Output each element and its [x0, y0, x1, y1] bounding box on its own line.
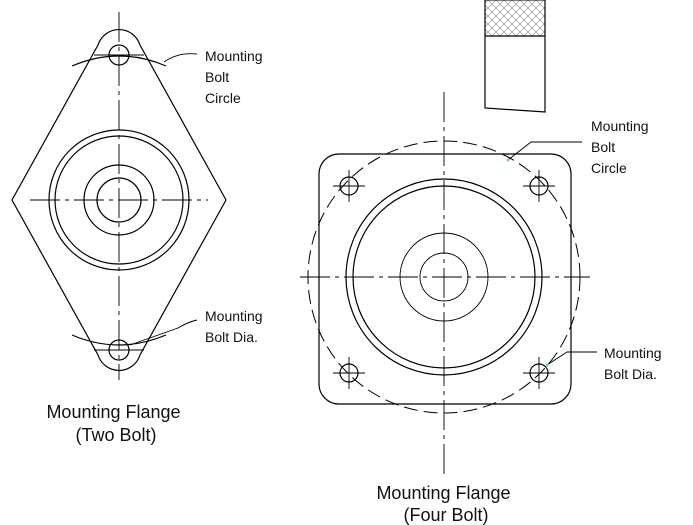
- two-bolt-flange-outline: [11, 29, 227, 371]
- four-bolt-bolt-dia-label: Mounting Bolt Dia.: [604, 345, 665, 382]
- two-bolt-caption: Mounting Flange (Two Bolt): [46, 402, 185, 445]
- two-bolt-flange: Mounting Bolt Circle Mounting Bolt Dia. …: [11, 12, 266, 445]
- two-bolt-bolt-circle-leader: [163, 53, 198, 63]
- four-bolt-hole-crosslines: [333, 170, 555, 389]
- four-bolt-bolt-circle-label: Mounting Bolt Circle: [591, 118, 652, 176]
- shaft-outline: [484, 0, 546, 113]
- shaft-section: [484, 0, 546, 113]
- two-bolt-bolt-dia-leader: [129, 319, 198, 346]
- four-bolt-flange: Mounting Bolt Circle Mounting Bolt Dia. …: [300, 92, 665, 525]
- four-bolt-bolt-circle-leader: [507, 141, 582, 161]
- shaft-hatched-section: [484, 0, 546, 37]
- four-bolt-bolt-dia-leader: [546, 351, 597, 366]
- four-bolt-flange-outline: [318, 153, 572, 405]
- four-bolt-caption: Mounting Flange (Four Bolt): [376, 483, 515, 525]
- four-bolt-bolt-dia-leader-tip: [545, 363, 549, 367]
- two-bolt-bolt-circle-label: Mounting Bolt Circle: [205, 48, 266, 106]
- four-bolt-bolt-circle-leader-tip: [506, 158, 510, 162]
- two-bolt-bolt-dia-label: Mounting Bolt Dia.: [205, 308, 266, 345]
